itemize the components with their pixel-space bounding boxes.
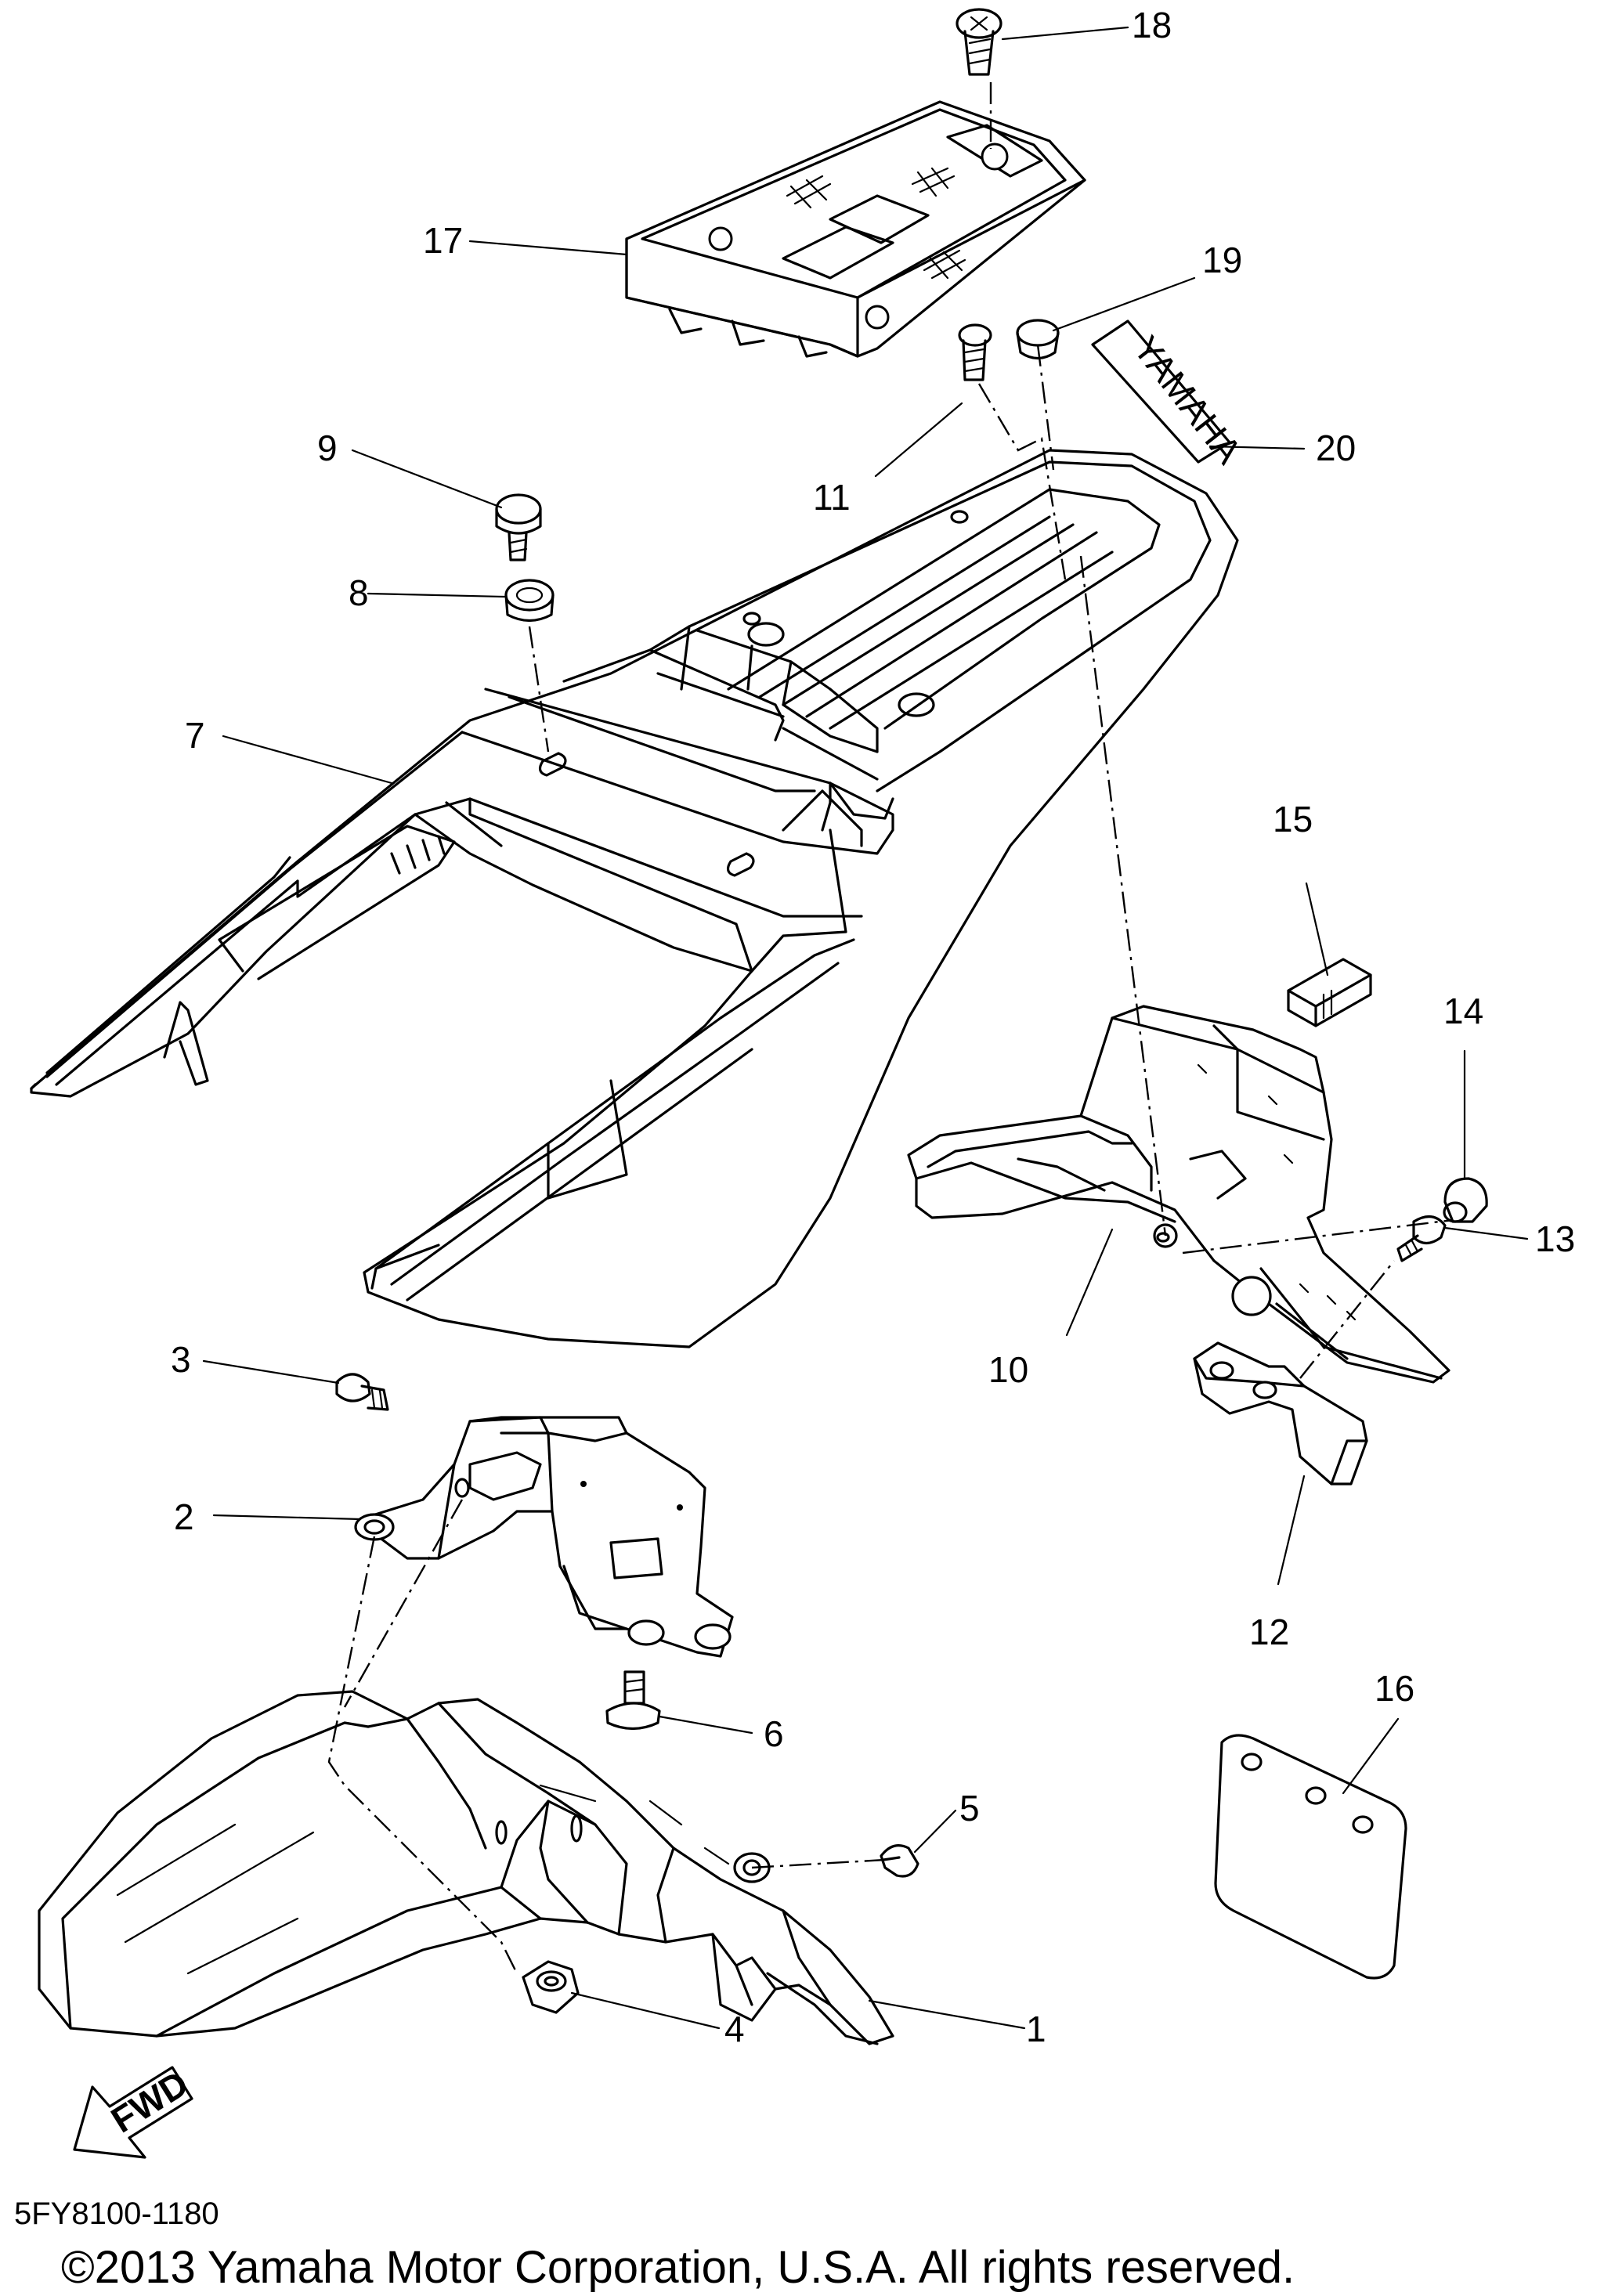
alignment-lines <box>327 82 1454 1974</box>
fwd-label: FWD <box>104 2063 195 2141</box>
carrier-rack <box>625 100 1086 358</box>
callout-7: 7 <box>185 715 205 756</box>
callout-11: 11 <box>813 477 851 518</box>
block-15 <box>1287 958 1372 1027</box>
grommet-5 <box>880 1844 919 1878</box>
bracket-2 <box>354 1416 734 1658</box>
bolt-9 <box>495 493 542 561</box>
callout-1: 1 <box>1026 2009 1046 2049</box>
callout-8: 8 <box>349 572 369 613</box>
callout-labels: 1 2 3 4 5 6 7 8 9 10 11 12 13 14 15 16 1… <box>171 5 1575 2049</box>
callout-15: 15 <box>1273 799 1313 839</box>
bolt-3 <box>335 1373 389 1411</box>
bracket-12 <box>1193 1341 1368 1486</box>
callout-5: 5 <box>959 1788 980 1828</box>
callout-2: 2 <box>174 1496 194 1537</box>
fwd-arrow-icon: FWD <box>73 2063 195 2159</box>
nut-14 <box>1443 1177 1488 1223</box>
callout-4: 4 <box>724 2009 745 2049</box>
callout-14: 14 <box>1443 991 1483 1031</box>
grommet-8 <box>504 579 555 623</box>
rear-fender-10 <box>907 1005 1450 1384</box>
callout-17: 17 <box>423 220 463 261</box>
bolt-18 <box>956 8 1002 76</box>
callout-10: 10 <box>988 1349 1028 1390</box>
bolt-6 <box>605 1670 661 1731</box>
nut-4 <box>522 1960 580 2014</box>
diagram-code: 5FY8100-1180 <box>14 2197 219 2231</box>
callout-13: 13 <box>1535 1218 1575 1259</box>
callout-9: 9 <box>317 428 338 468</box>
callout-6: 6 <box>764 1713 784 1754</box>
callout-12: 12 <box>1249 1612 1289 1652</box>
front-fender-1 <box>38 1690 894 2045</box>
leader-lines <box>202 26 1529 2030</box>
plate-16 <box>1214 1734 1407 1980</box>
callout-18: 18 <box>1132 5 1172 45</box>
callout-19: 19 <box>1202 240 1242 280</box>
decal-20: YAMAHA <box>1091 319 1250 471</box>
callout-20: 20 <box>1316 428 1356 468</box>
rear-cowl <box>30 449 1239 1348</box>
bolt-11 <box>958 323 992 381</box>
callout-16: 16 <box>1375 1668 1414 1709</box>
callout-3: 3 <box>171 1339 191 1380</box>
grommet-19 <box>1016 319 1060 360</box>
copyright-notice: ©2013 Yamaha Motor Corporation, U.S.A. A… <box>61 2242 1295 2293</box>
